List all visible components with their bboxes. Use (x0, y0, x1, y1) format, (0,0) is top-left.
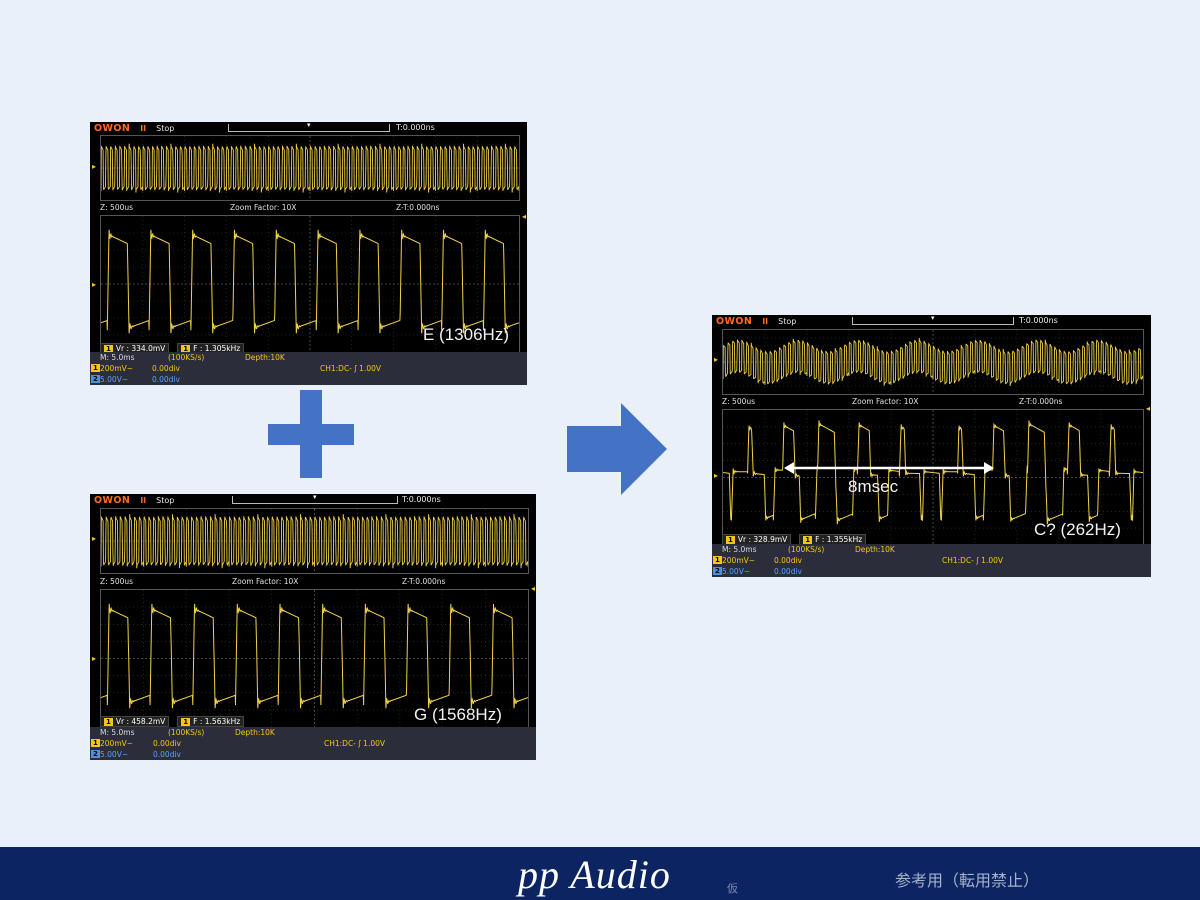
overview-plot (100, 135, 520, 201)
freq-measurement: F : 1.355kHz (815, 535, 863, 544)
brand-logo: pp Audio (518, 852, 671, 897)
scope-status-bar: M: 5.0ms (100KS/s) Depth:10K 1 200mV~ 0.… (90, 352, 527, 385)
pause-icon: II (140, 495, 147, 505)
scope-grid (101, 590, 528, 727)
waveform-trace (101, 143, 519, 193)
scope-topbar: OWON II Stop (712, 315, 1151, 327)
run-state: Stop (778, 316, 797, 326)
run-state: Stop (156, 123, 175, 133)
time-position-bar: ▾ (228, 122, 390, 132)
waveform-trace (101, 229, 519, 334)
scope-c: OWON II Stop ▾ T:0.000ns ▸ Z: 500us Zoom… (712, 315, 1151, 577)
pause-icon: II (140, 123, 147, 133)
owon-logo: OWON (94, 122, 131, 134)
scope-topbar: OWON II Stop (90, 494, 536, 506)
scope-grid (101, 216, 519, 352)
ch1-marker-icon: ▸ (92, 280, 97, 289)
freq-measurement: F : 1.305kHz (193, 344, 241, 353)
waveform-trace (101, 514, 528, 569)
owon-logo: OWON (716, 315, 753, 327)
period-label: 8msec (848, 477, 899, 496)
owon-logo: OWON (94, 494, 131, 506)
vr-measurement: Vr : 334.0mV (115, 344, 166, 353)
footer-bar: pp Audio 仮 参考用（転用禁止） (0, 847, 1200, 900)
scope-status-bar: M: 5.0ms (100KS/s) Depth:10K 1 200mV~ 0.… (712, 544, 1151, 577)
vr-measurement: Vr : 328.9mV (737, 535, 788, 544)
note-label: C? (262Hz) (1034, 520, 1121, 539)
trigger-time: T:0.000ns (402, 495, 441, 504)
time-position-bar: ▾ (852, 315, 1014, 325)
trigger-time: T:0.000ns (1019, 316, 1058, 325)
ch1-marker-icon: ▸ (714, 471, 719, 480)
time-position-bar: ▾ (232, 494, 398, 504)
waveform-trace (723, 420, 1143, 525)
overview-plot (100, 508, 529, 574)
zoom-plot (100, 215, 520, 353)
zoom-info-row: Z: 500us Zoom Factor: 10X Z-T:0.000ns (100, 203, 440, 212)
note-label: E (1306Hz) (423, 325, 509, 344)
note-label: G (1568Hz) (414, 705, 502, 724)
arrow-right-icon (567, 403, 667, 495)
waveform-trace (101, 603, 528, 709)
provisional-mark: 仮 (727, 883, 738, 895)
run-state: Stop (156, 495, 175, 505)
ch1-marker-icon: ▸ (92, 162, 97, 171)
scope-grid (723, 410, 1143, 545)
trigger-time: T:0.000ns (396, 123, 435, 132)
trigger-level-icon: ◂ (521, 212, 526, 221)
scope-e: OWON II Stop ▾ T:0.000ns ▸ Z: 500us Zoom… (90, 122, 527, 385)
overview-plot (722, 329, 1144, 395)
zoom-info-row: Z: 500us Zoom Factor: 10X Z-T:0.000ns (100, 577, 446, 586)
ch1-marker-icon: ▸ (92, 654, 97, 663)
zoom-plot (722, 409, 1144, 546)
ch1-marker-icon: ▸ (714, 355, 719, 364)
trigger-level-icon: ◂ (530, 584, 535, 593)
pause-icon: II (762, 316, 769, 326)
scope-topbar: OWON II Stop (90, 122, 527, 134)
freq-measurement: F : 1.563kHz (193, 717, 241, 726)
vr-measurement: Vr : 458.2mV (115, 717, 166, 726)
usage-note: 参考用（転用禁止） (895, 873, 1040, 890)
ch1-marker-icon: ▸ (92, 534, 97, 543)
double-arrow-icon (784, 462, 994, 474)
trigger-level-icon: ◂ (1145, 404, 1150, 413)
waveform-trace (723, 338, 1143, 387)
scope-g: OWON II Stop ▾ T:0.000ns ▸ Z: 500us Zoom… (90, 494, 536, 760)
scope-status-bar: M: 5.0ms (100KS/s) Depth:10K 1 200mV~ 0.… (90, 727, 536, 760)
zoom-info-row: Z: 500us Zoom Factor: 10X Z-T:0.000ns (722, 397, 1063, 406)
